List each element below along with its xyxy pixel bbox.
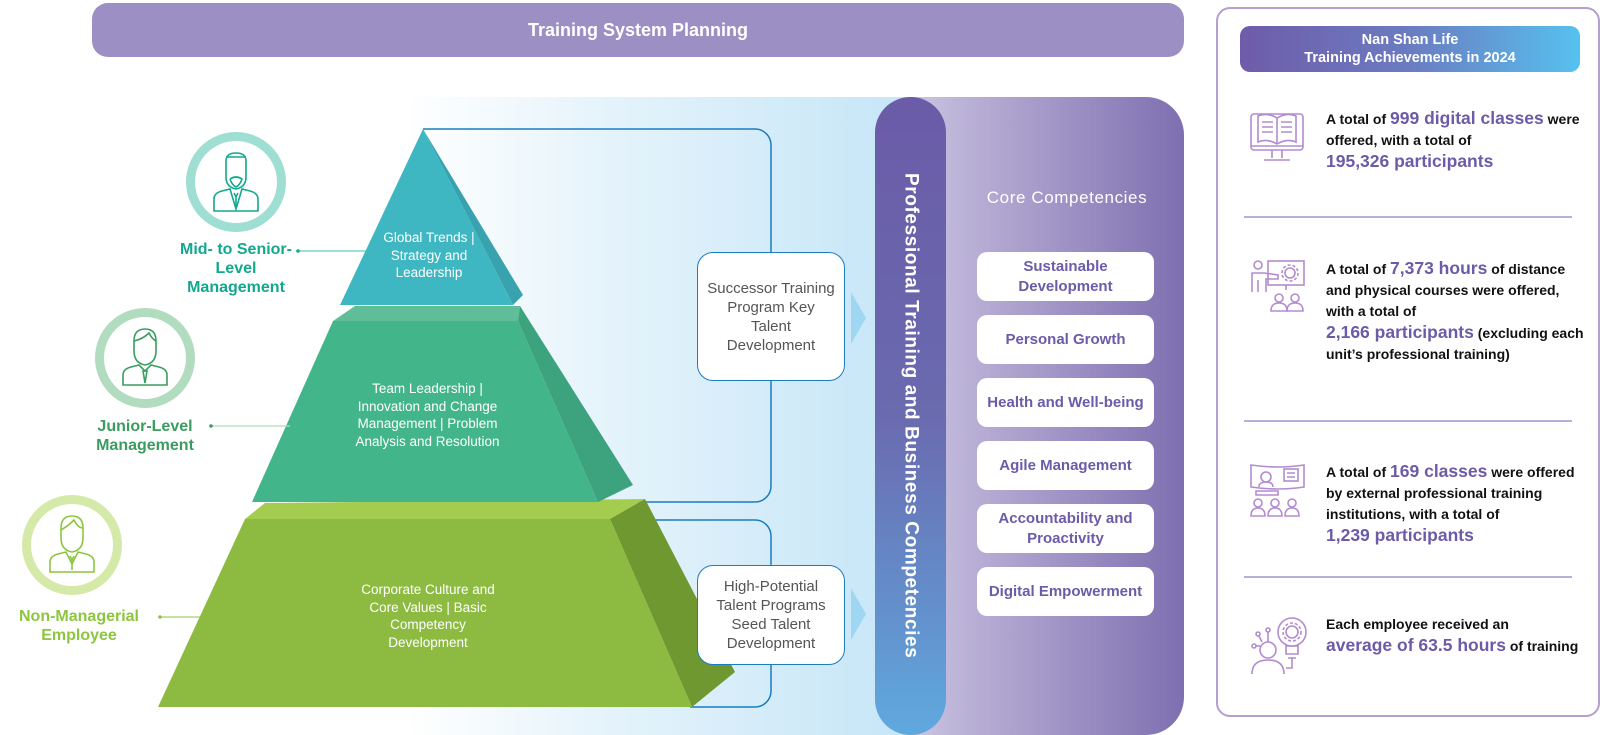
achievements-header-line2: Training Achievements in 2024 (1304, 50, 1516, 66)
level-label-senior: Mid- to Senior-Level Management (180, 241, 292, 296)
competency-item: Health and Well-being (977, 378, 1154, 427)
middle-tier-text: Team Leadership | Innovation and Change … (355, 381, 500, 449)
manager-avatar-icon (122, 328, 168, 386)
arrow-lower (851, 588, 866, 640)
highlight-digital-classes: 999 digital classes (1390, 108, 1544, 128)
achievement-item: A total of 999 digital classes were offe… (1248, 108, 1588, 173)
competency-item: Sustainable Development (977, 252, 1154, 301)
top-tier-front (340, 129, 513, 305)
level-label-non-managerial: Non-Managerial Employee (18, 608, 139, 644)
highlight-participants: 2,166 participants (1326, 322, 1474, 342)
vertical-label: Professional Training and Business Compe… (900, 173, 922, 659)
achievements-header: Nan Shan Life Training Achievements in 2… (1240, 26, 1580, 72)
highlight-participants: 195,326 participants (1326, 151, 1494, 171)
achievement-item: Each employee received an average of 63.… (1248, 614, 1588, 676)
person-lightbulb-icon (1251, 617, 1307, 675)
divider (1244, 216, 1572, 218)
professional-training-pill: Professional Training and Business Compe… (875, 97, 946, 735)
achievement-text: A total of 169 classes were offered by e… (1326, 461, 1575, 545)
highlight-participants: 1,239 participants (1326, 525, 1474, 545)
banner-title: Training System Planning (527, 19, 749, 40)
presenter-gear-icon (1251, 260, 1305, 312)
achievements-panel (1216, 7, 1600, 717)
employee-avatar-icon (49, 515, 95, 573)
manager-avatar (95, 308, 195, 408)
employee-avatar (22, 495, 122, 595)
achievement-item: A total of 169 classes were offered by e… (1248, 461, 1588, 547)
classroom-icon (1250, 464, 1305, 517)
digital-book-monitor-icon (1250, 113, 1304, 161)
middle-tier-front (252, 321, 598, 502)
level-label-junior: Junior-Level Management (96, 418, 194, 454)
bottom-tier-front (158, 519, 692, 707)
executive-avatar-icon (213, 152, 259, 212)
bottom-tier-top-face (245, 499, 645, 519)
top-tier-side (423, 129, 523, 305)
core-competencies-title: Core Competencies (986, 188, 1148, 207)
highlight-average-hours: average of 63.5 hours (1326, 635, 1506, 655)
bottom-tier-text: Corporate Culture and Core Values | Basi… (361, 582, 495, 650)
highlight-classes: 169 classes (1390, 461, 1488, 481)
successor-program-label: Successor Training Program Key Talent De… (707, 279, 835, 354)
middle-tier-side (518, 306, 633, 502)
executive-avatar (186, 132, 286, 232)
highlight-hours: 7,373 hours (1390, 258, 1488, 278)
achievement-text: A total of 999 digital classes were offe… (1326, 108, 1580, 171)
top-tier-text: Global Trends | Strategy and Leadership (383, 230, 475, 280)
achievement-text: A total of 7,373 hours of distance and p… (1326, 258, 1584, 362)
high-potential-program-box: High-Potential Talent Programs Seed Tale… (697, 565, 845, 665)
achievement-text: Each employee received an average of 63.… (1326, 616, 1579, 655)
middle-tier-top-face (333, 306, 520, 321)
successor-program-box: Successor Training Program Key Talent De… (697, 252, 845, 381)
competency-item: Agile Management (977, 441, 1154, 490)
divider (1244, 420, 1572, 422)
competency-item: Personal Growth (977, 315, 1154, 364)
achievement-item: A total of 7,373 hours of distance and p… (1248, 258, 1588, 365)
training-system-planning-banner: Training System Planning (92, 3, 1184, 57)
high-potential-program-label: High-Potential Talent Programs Seed Tale… (716, 578, 826, 652)
competency-item: Accountability and Proactivity (977, 504, 1154, 553)
arrow-upper (851, 292, 866, 344)
achievements-header-line1: Nan Shan Life (1361, 32, 1459, 48)
divider (1244, 576, 1572, 578)
competency-item: Digital Empowerment (977, 567, 1154, 616)
